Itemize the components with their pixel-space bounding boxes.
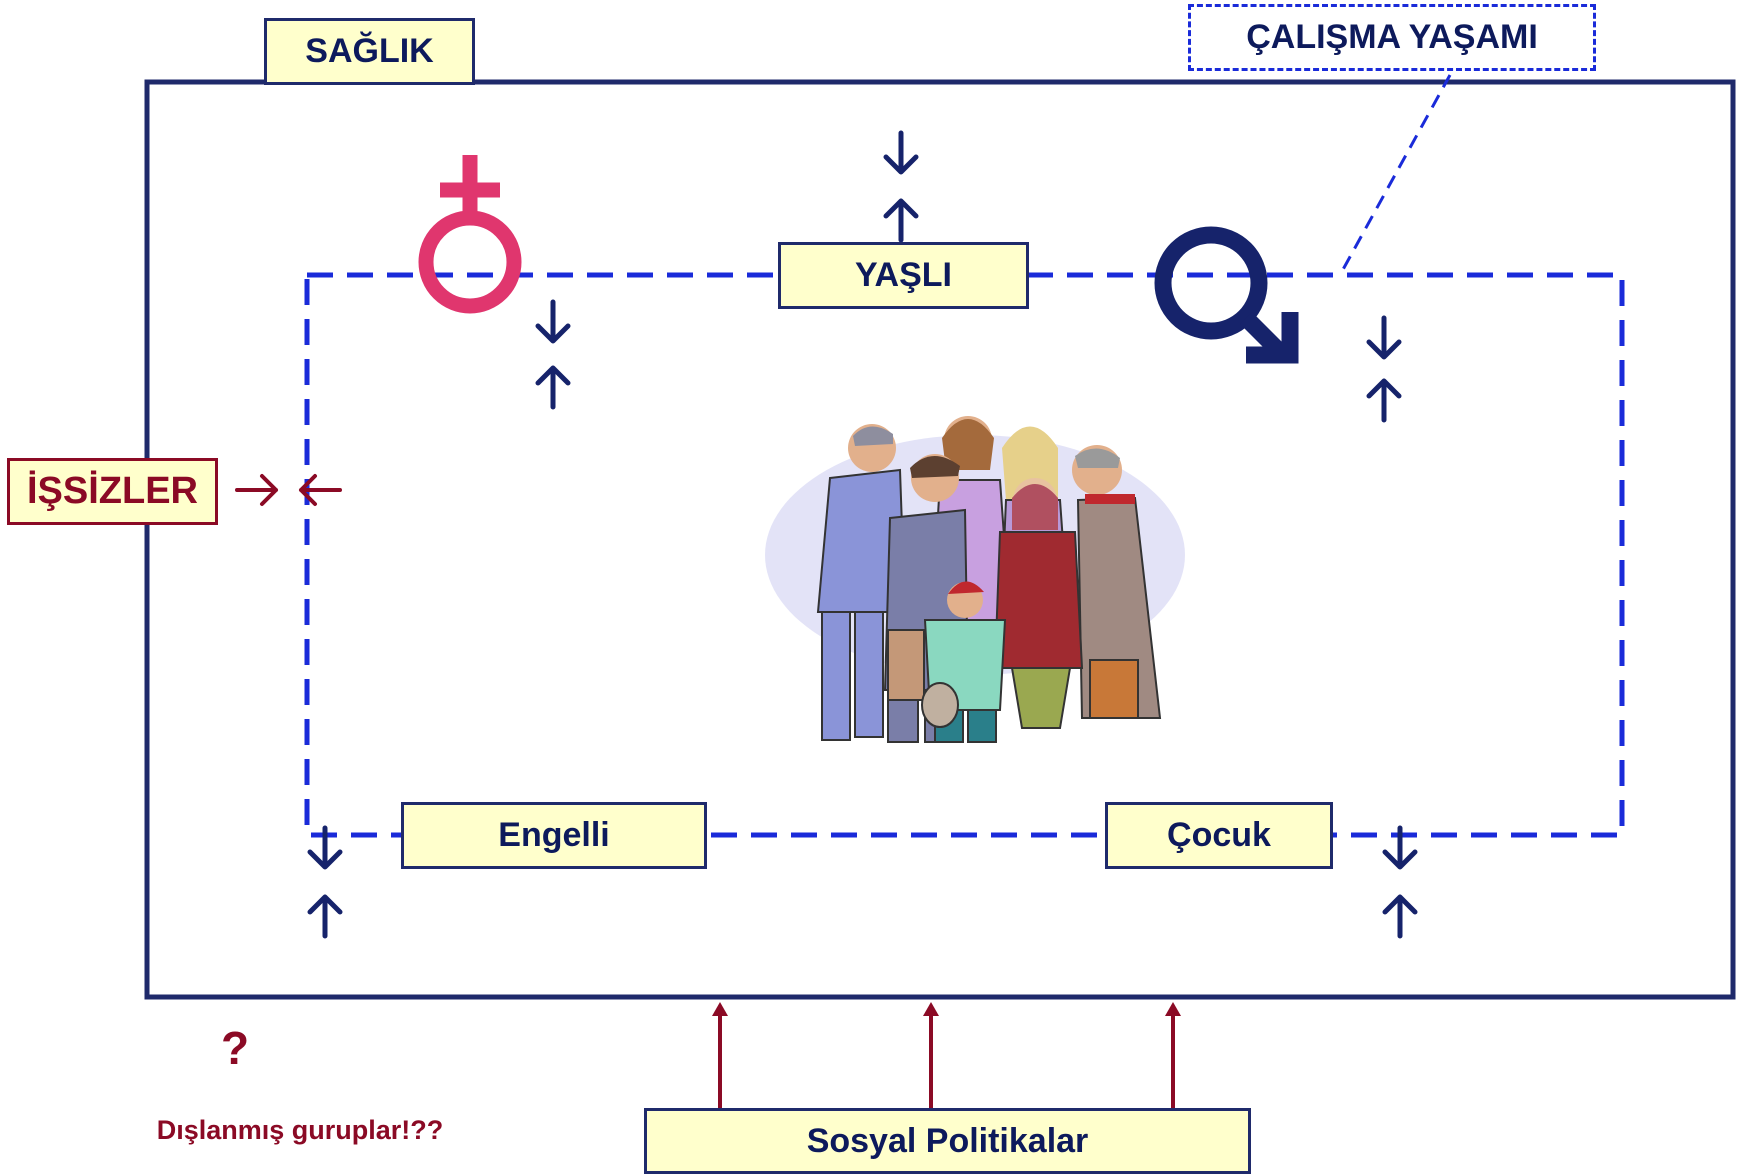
elderly-label: YAŞLI bbox=[778, 242, 1029, 309]
pressure-arrows bbox=[307, 130, 1418, 939]
unemployed-arrows bbox=[235, 474, 342, 506]
social-policies-label: Sosyal Politikalar bbox=[644, 1108, 1251, 1174]
female-symbol-icon bbox=[418, 155, 522, 314]
working-life-connector bbox=[1338, 74, 1452, 276]
disabled-label: Engelli bbox=[401, 802, 707, 869]
people-group-illustration bbox=[765, 416, 1185, 743]
excluded-groups-note: Dışlanmış guruplar!?? bbox=[156, 1114, 444, 1145]
unemployed-label: İŞSİZLER bbox=[7, 458, 218, 525]
child-label: Çocuk bbox=[1105, 802, 1333, 869]
question-mark: ? bbox=[220, 1022, 250, 1074]
male-symbol-icon bbox=[1154, 226, 1299, 364]
working-life-label: ÇALIŞMA YAŞAMI bbox=[1188, 4, 1596, 71]
policy-arrows bbox=[712, 1002, 1181, 1108]
health-label: SAĞLIK bbox=[264, 18, 475, 85]
health-frame bbox=[144, 79, 1736, 1000]
